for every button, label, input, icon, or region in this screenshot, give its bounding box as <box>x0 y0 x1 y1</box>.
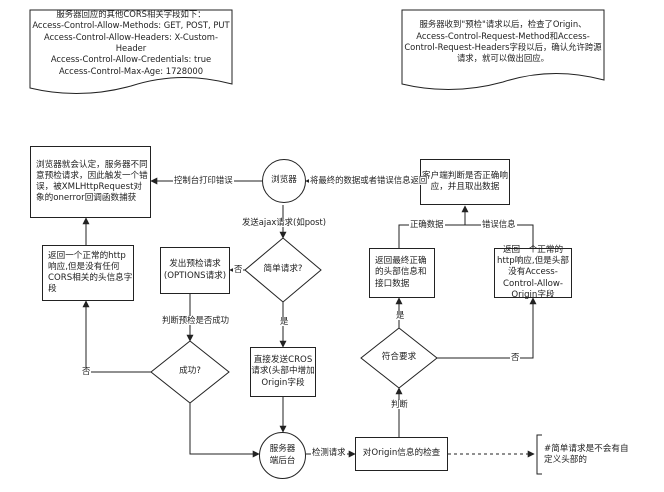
return-correct-text: 返回最终正确的头部信息和接口数据 <box>375 256 427 289</box>
preflight-check-note: 服务器收到"预检"请求以后，检查了Origin、Access-Control-R… <box>404 14 602 70</box>
annotation-bracket <box>536 434 542 475</box>
label-console-print: 控制台打印错误 <box>173 175 234 186</box>
cors-headers-text: 服务器回应的其他CORS相关字段如下： Access-Control-Allow… <box>32 8 230 76</box>
browser-node: 浏览器 <box>262 159 306 203</box>
simple-request-text: 简单请求? <box>263 264 303 275</box>
success-diamond: 成功? <box>151 341 229 403</box>
normal-response-no-acao-box: 返回一个正常的http响应,但是头部没有Access-Control-Allow… <box>494 245 572 300</box>
label-judge: 判断 <box>390 399 409 410</box>
browser-error-box: 浏览器就会认定，服务器不同意预检请求，因此触发一个错误，被XMLHttpRequ… <box>30 146 151 218</box>
simple-request-diamond: 简单请求? <box>245 238 321 302</box>
browser-error-text: 浏览器就会认定，服务器不同意预检请求，因此触发一个错误，被XMLHttpRequ… <box>36 159 148 204</box>
server-node: 服务器端后台 <box>259 432 306 479</box>
simple-request-note-text: #简单请求是不会有自定义头部的 <box>544 443 629 465</box>
cors-headers-doc-shape <box>29 9 233 95</box>
edge-success-no <box>82 300 151 373</box>
edge-success-yes <box>189 403 260 458</box>
client-check-box: 客户端判断是否正确响应，并且取出数据 <box>420 159 510 205</box>
return-correct-box: 返回最终正确的头部信息和接口数据 <box>369 248 435 298</box>
normal-response-no-cors-text: 返回一个正常的http响应,但是没有任何CORS相关的头信息字段 <box>48 250 133 295</box>
preflight-check-text: 服务器收到"预检"请求以后，检查了Origin、Access-Control-R… <box>404 19 602 64</box>
cors-headers-note: 服务器回应的其他CORS相关字段如下： Access-Control-Allow… <box>30 9 232 76</box>
check-origin-text: 对Origin信息的检查 <box>362 448 441 459</box>
label-correct-or-error: 将最终的数据或者错误信息返回 <box>309 175 429 186</box>
edge-meets-no <box>437 297 537 359</box>
client-check-text: 客户端判断是否正确响应，并且取出数据 <box>422 170 508 192</box>
meets-diamond: 符合要求 <box>361 328 437 388</box>
direct-send-text: 直接发送CROS请求(头部中增加Origin字段 <box>251 355 315 388</box>
label-error-info: 错误信息 <box>481 219 517 230</box>
send-preflight-box: 发出预检请求(OPTIONS请求) <box>160 247 230 294</box>
server-text: 服务器端后台 <box>269 444 296 466</box>
label-simple-yes: 是 <box>279 316 290 327</box>
label-send-ajax: 发送ajax请求(如post) <box>241 217 328 228</box>
meets-text: 符合要求 <box>381 352 417 363</box>
label-judge-preflight: 判断预检是否成功 <box>161 315 230 326</box>
browser-text: 浏览器 <box>271 175 297 186</box>
simple-request-note: #简单请求是不会有自定义头部的 <box>544 440 636 470</box>
label-simple-no: 否 <box>233 264 244 275</box>
normal-response-no-cors-box: 返回一个正常的http响应,但是没有任何CORS相关的头信息字段 <box>42 245 134 301</box>
preflight-check-doc-shape <box>401 9 605 91</box>
send-preflight-text: 发出预检请求(OPTIONS请求) <box>163 259 227 281</box>
label-meets-no: 否 <box>510 352 521 363</box>
label-meets-yes: 是 <box>395 310 406 321</box>
label-success-no: 否 <box>81 366 92 377</box>
success-text: 成功? <box>179 366 201 377</box>
direct-send-box: 直接发送CROS请求(头部中增加Origin字段 <box>250 347 316 397</box>
label-detect-request: 检测请求 <box>311 447 347 458</box>
check-origin-box: 对Origin信息的检查 <box>355 437 448 471</box>
normal-response-no-acao-text: 返回一个正常的http响应,但是头部没有Access-Control-Allow… <box>497 245 569 300</box>
label-correct-data: 正确数据 <box>409 219 445 230</box>
